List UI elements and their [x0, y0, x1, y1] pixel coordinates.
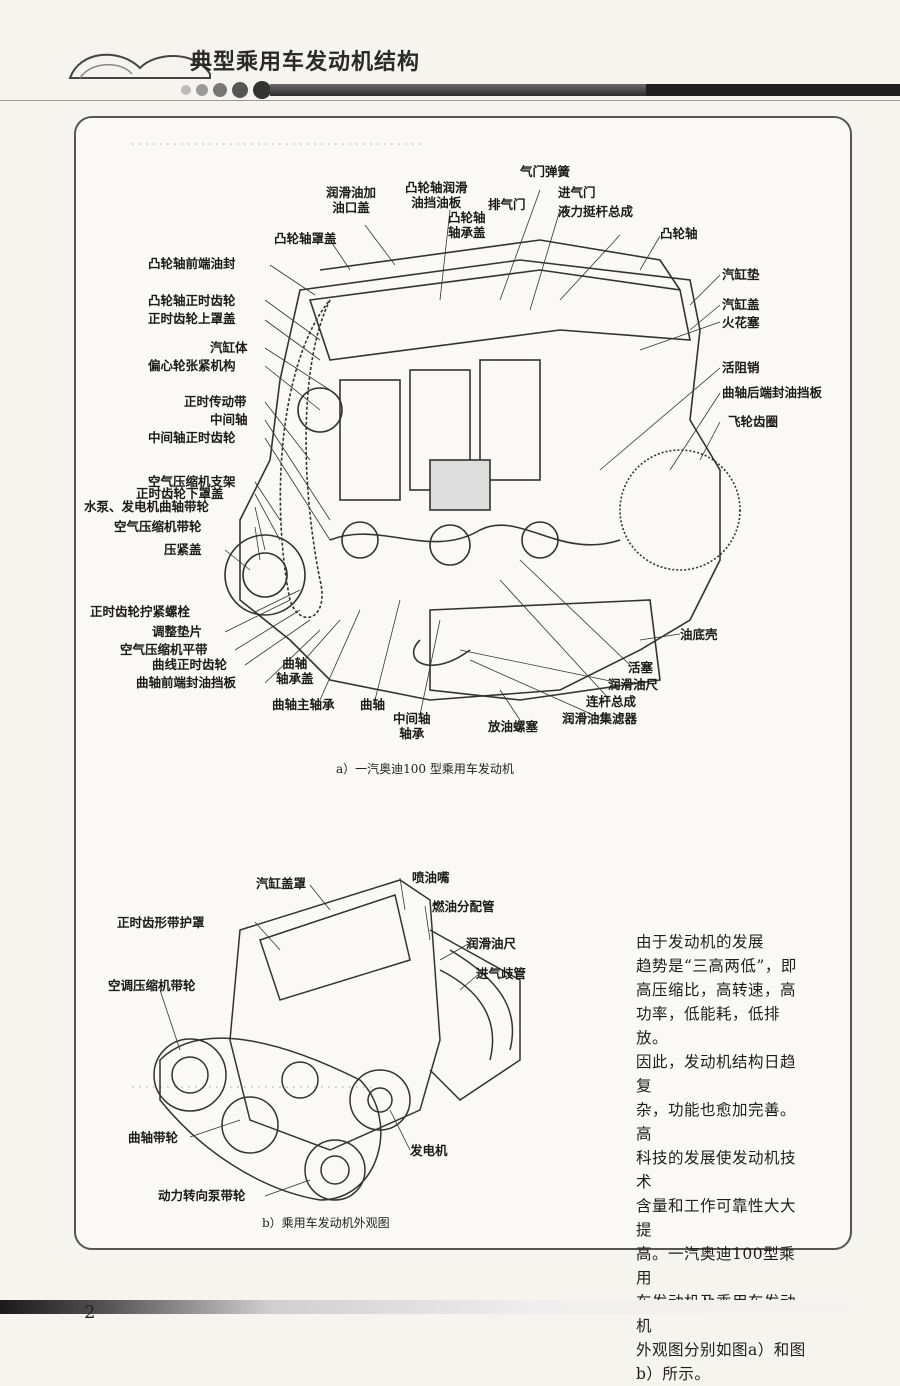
label-cylinder-gasket: 汽缸垫	[722, 267, 760, 282]
label-crank-rear-seal: 曲轴后端封油挡板	[722, 385, 823, 400]
label-intake-valve: 进气门	[558, 185, 596, 200]
label-intermediate-timing-gear: 中间轴正时齿轮	[148, 430, 236, 445]
footer-bar	[0, 1300, 900, 1314]
label-shim: 调整垫片	[152, 624, 203, 639]
label-intermediate-bearing: 中间轴 轴承	[393, 711, 431, 741]
label-ac-compressor-bracket: 空气压缩机支架	[148, 474, 236, 489]
paragraph-line: 科技的发展使发动机技术	[636, 1149, 797, 1191]
label-cylinder-block: 汽缸体	[210, 340, 248, 355]
paragraph-line: 高压缩比，高转速，高	[636, 981, 797, 999]
label-timing-lower-cover: 正时齿轮下罩盖	[136, 486, 224, 501]
label-ps-pump-pulley: 动力转向泵带轮	[158, 1188, 246, 1203]
header-bar	[270, 84, 646, 96]
paragraph-line: b）所示。	[636, 1365, 711, 1383]
label-oil-dipstick: 润滑油尺	[608, 677, 659, 692]
paragraph-line: 因此，发动机结构日趋复	[636, 1053, 797, 1095]
label-flywheel-ring: 飞轮齿圈	[728, 414, 779, 429]
label-conrod: 连杆总成	[586, 694, 637, 709]
label-timing-belt: 正时传动带	[184, 394, 247, 409]
label-cam-timing-gear: 凸轮轴正时齿轮	[148, 293, 236, 308]
paragraph-line: 趋势是“三高两低”，即	[636, 957, 797, 975]
show-through-text: ．．．．．．．．．．．．．．．．．．．．．．．．．．．．．．．．．．．．．．．．…	[130, 134, 431, 148]
label-timing-belt-guard: 正时齿形带护罩	[117, 915, 205, 930]
paragraph-line: 杂，功能也愈加完善。高	[636, 1101, 797, 1143]
label-piston: 活塞	[628, 660, 654, 675]
label-ac-flat-key: 空气压缩机平带	[120, 642, 208, 657]
label-oil-dipstick-b: 润滑油尺	[466, 936, 517, 951]
paragraph-line: 由于发动机的发展	[636, 933, 765, 951]
figure-b-caption: b）乘用车发动机外观图	[262, 1216, 390, 1230]
label-oil-filler-cap: 润滑油加 油口盖	[326, 185, 377, 215]
label-fuel-rail: 燃油分配管	[432, 899, 495, 914]
label-hydraulic-tappet: 液力挺杆总成	[558, 204, 634, 219]
label-exhaust-valve: 排气门	[488, 197, 526, 212]
label-spark-plug: 火花塞	[722, 315, 760, 330]
label-ac-pulley: 空调压缩机带轮	[108, 978, 196, 993]
paragraph-line: 高。一汽奥迪100型乘用	[636, 1245, 796, 1287]
label-cylinder-head: 汽缸盖	[722, 297, 760, 312]
paragraph-line: 含量和工作可靠性大大提	[636, 1197, 797, 1239]
paragraph-line: 车发动机及乘用车发动机	[636, 1293, 796, 1335]
decorative-dots-icon	[181, 81, 271, 99]
label-main-bearing: 曲轴主轴承	[272, 697, 335, 712]
label-crank-bearing: 曲轴 轴承盖	[276, 656, 314, 686]
body-paragraph: 由于发动机的发展 趋势是“三高两低”，即 高压缩比，高转速，高 功率，低能耗，低…	[636, 930, 806, 1386]
label-injector: 喷油嘴	[412, 870, 450, 885]
paragraph-line: 功率，低能耗，低排放。	[636, 1005, 781, 1047]
label-generator: 发电机	[410, 1143, 448, 1158]
figure-frame	[74, 116, 852, 1250]
figure-a-caption: a）一汽奥迪100 型乘用车发动机	[336, 762, 514, 776]
label-valve-spring: 气门弹簧	[520, 164, 571, 179]
label-camshaft-front-seal: 凸轮轴前端油封	[148, 256, 236, 271]
label-ac-compressor-pulley: 空气压缩机带轮	[114, 519, 202, 534]
page-number: 2	[84, 1302, 96, 1323]
label-timing-gear-bolt: 正时齿轮拧紧螺栓	[90, 604, 191, 619]
page-header: 典型乘用车发动机结构	[0, 0, 900, 110]
page-title: 典型乘用车发动机结构	[190, 50, 421, 75]
label-camshaft-cover: 凸轮轴罩盖	[274, 231, 337, 246]
label-drain-plug: 放油螺塞	[488, 719, 539, 734]
label-pump-gen-pulley: 水泵、发电机曲轴带轮	[84, 499, 210, 514]
label-intermediate-shaft: 中间轴	[210, 412, 248, 427]
label-crank-pulley: 曲轴带轮	[128, 1130, 179, 1145]
label-intake-manifold: 进气歧管	[476, 966, 527, 981]
label-oil-strainer: 润滑油集滤器	[562, 711, 638, 726]
label-piston-pin: 活阻销	[722, 360, 760, 375]
label-crankshaft: 曲轴	[360, 697, 386, 712]
paragraph-line: 外观图分别如图a）和图	[636, 1341, 806, 1359]
label-camshaft-oil-baffle: 凸轮轴润滑 油挡油板	[405, 180, 468, 210]
label-eccentric-tensioner: 偏心轮张紧机构	[148, 358, 236, 373]
header-divider	[0, 100, 900, 101]
header-bar-dark	[646, 84, 900, 96]
label-pressure-cover: 压紧盖	[164, 542, 202, 557]
label-oil-pan: 油底壳	[680, 627, 718, 642]
label-crank-timing-gear: 曲线正时齿轮	[152, 657, 228, 672]
label-timing-upper-cover: 正时齿轮上罩盖	[148, 311, 236, 326]
label-camshaft: 凸轮轴	[660, 226, 698, 241]
label-camshaft-bearing-cap: 凸轮轴 轴承盖	[448, 210, 486, 240]
label-cylinder-cover: 汽缸盖罩	[256, 876, 307, 891]
car-silhouette-icon	[68, 53, 211, 79]
label-crank-front-seal: 曲轴前端封油挡板	[136, 675, 237, 690]
